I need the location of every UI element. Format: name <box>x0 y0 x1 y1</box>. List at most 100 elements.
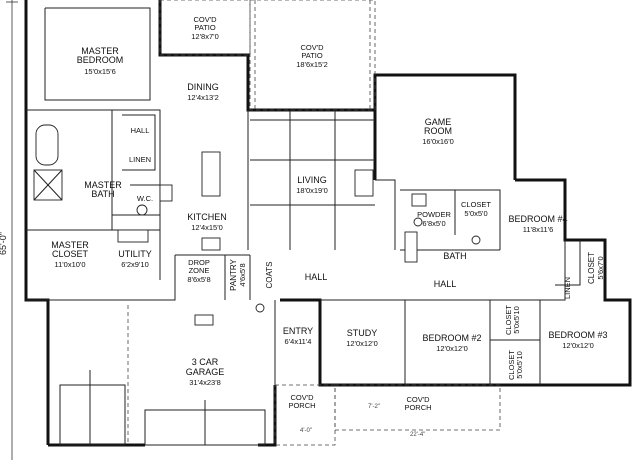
bedroom-2-name: BEDROOM #2 <box>422 333 481 343</box>
utility-name: UTILITY <box>118 249 152 259</box>
label-closet-1: CLOSET 5'0x5'0 <box>461 200 491 218</box>
kitchen-name: KITCHEN <box>187 212 227 222</box>
bedroom-4-name: BEDROOM #4 <box>508 214 567 224</box>
bedroom-3-name: BEDROOM #3 <box>548 330 607 340</box>
label-entry: ENTRY 6'4x11'4 <box>283 326 313 346</box>
closet-1-size: 5'0x5'0 <box>464 209 487 218</box>
closet-4-size: 5'0x5'10 <box>515 351 524 378</box>
covd-porch-2-name: COV'D <box>406 395 430 404</box>
game-room-name: GAME <box>425 117 452 127</box>
master-closet-name2: CLOSET <box>52 249 89 259</box>
game-room-size: 16'0x16'0 <box>422 137 454 146</box>
hall-2-label: HALL <box>305 272 328 282</box>
game-room-name2: ROOM <box>424 126 452 136</box>
linen-1-label: LINEN <box>129 155 151 164</box>
master-closet-name: MASTER <box>51 240 89 250</box>
label-game-room: GAME ROOM 16'0x16'0 <box>422 117 454 146</box>
pantry-size: 4'6x5'8 <box>238 263 247 286</box>
closet-1-name: CLOSET <box>461 200 491 209</box>
kitchen-size: 12'4x15'0 <box>191 223 223 232</box>
label-covd-patio-1: COV'D PATIO 12'8x7'0 <box>191 15 218 41</box>
label-closet-4: CLOSET 5'0x5'10 <box>507 350 524 380</box>
label-living: LIVING 18'0x19'0 <box>296 175 328 195</box>
utility-size: 6'2x9'10 <box>121 260 148 269</box>
bedroom-2-size: 12'0x12'0 <box>436 344 468 353</box>
covd-patio-1-name: COV'D <box>193 15 217 24</box>
hall-1-label: HALL <box>131 126 150 135</box>
closet-2-size: 5'6x7'0 <box>596 256 605 279</box>
label-covd-porch-1: COV'D PORCH <box>288 393 315 410</box>
pantry-name: PANTRY <box>229 258 238 290</box>
dim-7ft: 7'-2" <box>368 404 380 410</box>
living-ceiling-grid <box>250 110 375 250</box>
garage-details <box>59 305 266 446</box>
drop-zone-name2: ZONE <box>189 266 210 275</box>
bedroom-4-size: 11'8x11'6 <box>523 225 554 234</box>
powder-size: 6'8x5'0 <box>422 219 445 228</box>
covd-porch-1-name: COV'D <box>290 393 314 402</box>
garage-name2: GARAGE <box>186 367 225 377</box>
dining-size: 12'4x13'2 <box>187 93 219 102</box>
bedroom-3-size: 12'0x12'0 <box>562 341 594 350</box>
label-bedroom-2: BEDROOM #2 12'0x12'0 <box>422 333 481 353</box>
garage-name: 3 CAR <box>192 357 219 367</box>
label-covd-porch-2: COV'D PORCH <box>404 395 431 412</box>
covd-porch-2-name2: PORCH <box>404 403 431 412</box>
label-covd-patio-2: COV'D PATIO 18'6x15'2 <box>296 43 328 69</box>
master-closet-size: 11'0x10'0 <box>54 260 85 269</box>
closet-3-size: 5'0x5'10 <box>512 306 521 333</box>
fixtures <box>33 124 481 313</box>
hall-3-label: HALL <box>434 279 457 289</box>
bath-label: BATH <box>443 251 466 261</box>
wc-label: W.C. <box>137 194 153 203</box>
drop-zone-size: 8'6x5'8 <box>187 275 210 284</box>
master-bedroom-line2: BEDROOM <box>77 55 124 65</box>
overall-dimension-label: 65'-0" <box>0 232 8 255</box>
entry-name: ENTRY <box>283 326 313 336</box>
label-bedroom-4: BEDROOM #4 11'8x11'6 <box>508 214 567 234</box>
label-master-closet: MASTER CLOSET 11'0x10'0 <box>51 240 89 269</box>
study-name: STUDY <box>347 328 378 338</box>
living-size: 18'0x19'0 <box>296 186 328 195</box>
label-dining: DINING 12'4x13'2 <box>187 82 219 102</box>
master-bedroom-size: 15'0x15'6 <box>84 67 116 76</box>
living-name: LIVING <box>297 175 327 185</box>
label-utility: UTILITY 6'2x9'10 <box>118 249 152 269</box>
dim-22ft: 22'-4" <box>410 432 425 438</box>
linen-2-label: LINEN <box>563 277 572 299</box>
covd-patio-1-size: 12'8x7'0 <box>191 32 218 41</box>
label-study: STUDY 12'0x12'0 <box>346 328 378 348</box>
dining-name: DINING <box>187 82 219 92</box>
closet-4-name: CLOSET <box>507 350 516 380</box>
label-pantry: PANTRY 4'6x5'8 <box>229 258 247 290</box>
label-drop-zone: DROP ZONE 8'6x5'8 <box>187 258 210 284</box>
label-powder: POWDER 6'8x5'0 <box>417 210 451 228</box>
outdoor-outlines <box>159 0 501 446</box>
covd-patio-2-size: 18'6x15'2 <box>296 60 328 69</box>
study-size: 12'0x12'0 <box>346 339 378 348</box>
interior-walls <box>26 7 581 385</box>
coats-label: COATS <box>265 262 274 289</box>
master-bath-name: MASTER <box>84 180 122 190</box>
label-closet-2: CLOSET 5'6x7'0 <box>587 252 605 284</box>
dim-4ft: 4'-0" <box>300 428 312 434</box>
overall-dimension-line: 65'-0" <box>0 0 18 460</box>
master-bedroom-line1: MASTER <box>81 46 119 56</box>
label-bedroom-3: BEDROOM #3 12'0x12'0 <box>548 330 607 350</box>
garage-size: 31'4x23'8 <box>189 378 221 387</box>
powder-name: POWDER <box>417 210 451 219</box>
closet-3-name: CLOSET <box>504 305 513 335</box>
covd-patio-1-name2: PATIO <box>194 23 216 32</box>
closet-2-name: CLOSET <box>587 252 596 284</box>
master-bath-name2: BATH <box>91 189 114 199</box>
label-master-bath: MASTER BATH <box>84 180 122 199</box>
covd-porch-1-name2: PORCH <box>288 401 315 410</box>
drop-zone-name: DROP <box>188 258 210 267</box>
label-closet-3: CLOSET 5'0x5'10 <box>504 305 521 335</box>
covd-patio-2-name: COV'D <box>300 43 324 52</box>
covd-patio-2-name2: PATIO <box>301 51 323 60</box>
